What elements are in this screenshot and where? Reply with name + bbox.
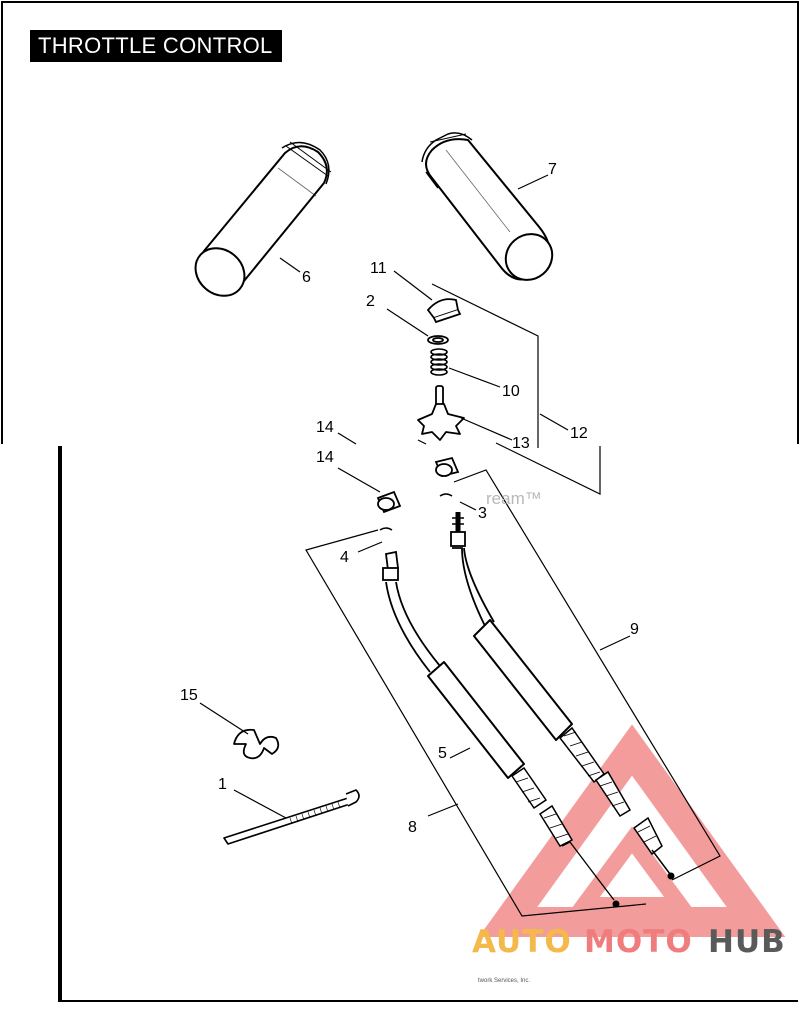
watermark-triangle (478, 724, 786, 937)
callout-12: 12 (570, 425, 588, 442)
callout-6: 6 (302, 269, 311, 286)
credit-line: twork Services, Inc. (478, 978, 530, 984)
o-rings (379, 493, 453, 531)
callout-4: 4 (340, 549, 349, 566)
callout-labels: 1 2 3 4 5 6 7 8 9 10 11 12 13 14 14 15 (180, 161, 639, 836)
callout-11: 11 (370, 260, 387, 277)
callout-7: 7 (548, 161, 557, 178)
callout-3: 3 (478, 505, 487, 522)
watermark-trademark: ream™ (486, 489, 542, 508)
callout-10: 10 (502, 383, 520, 400)
callout-14-lower: 14 (316, 449, 334, 466)
callout-15: 15 (180, 687, 198, 704)
watermark-auto: AUTO (472, 924, 572, 960)
right-throttle-grip (421, 132, 554, 281)
cable-strap (223, 789, 360, 845)
callout-9: 9 (630, 621, 639, 638)
friction-shoe (426, 298, 462, 324)
callout-1: 1 (218, 776, 227, 793)
callout-13: 13 (512, 435, 530, 452)
callout-14-upper: 14 (316, 419, 334, 436)
callout-5: 5 (438, 745, 447, 762)
cable-clip (233, 728, 280, 760)
callout-8: 8 (408, 819, 417, 836)
washer (427, 335, 449, 345)
left-hand-grip (194, 141, 332, 297)
callout-2: 2 (366, 293, 375, 310)
throttle-cable (450, 512, 675, 880)
spring (430, 348, 448, 376)
watermark-moto: MOTO (584, 924, 693, 960)
friction-adjuster (417, 385, 465, 441)
watermark-wordmark: AUTO MOTO HUB (472, 924, 786, 960)
diagram-title: THROTTLE CONTROL (30, 30, 282, 62)
watermark-hub: HUB (708, 924, 786, 960)
idle-cable (382, 550, 620, 908)
bushing-upper (434, 456, 460, 478)
leader-lines (199, 174, 721, 917)
bushing-lower (376, 490, 402, 514)
